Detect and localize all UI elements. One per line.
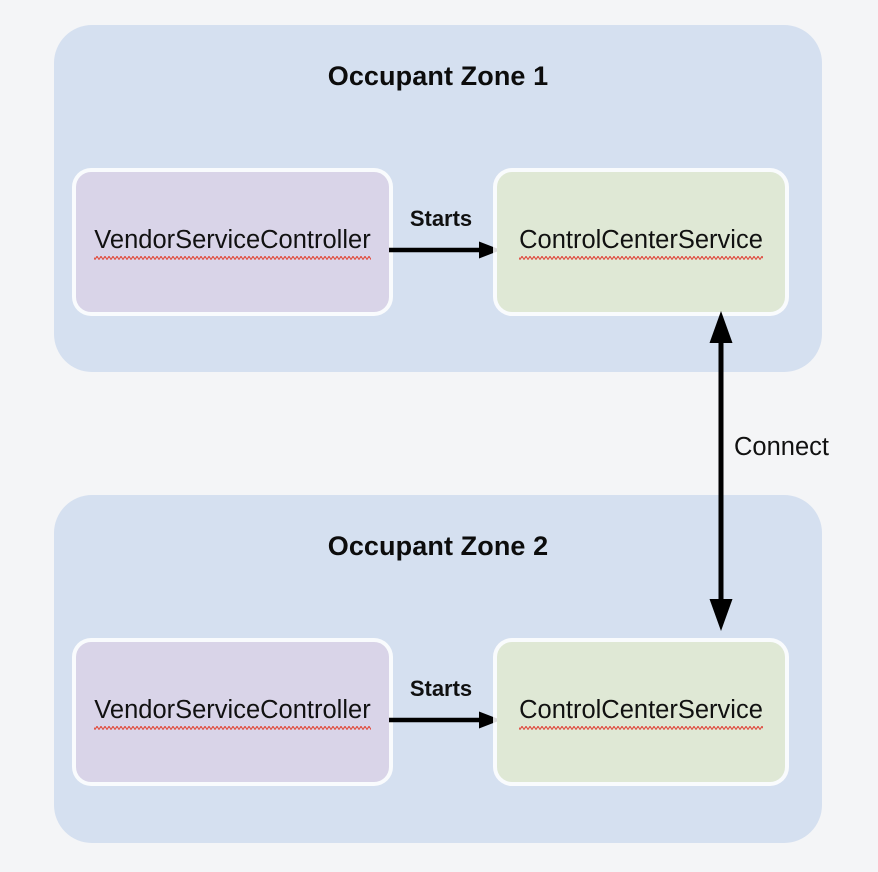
zone-1-starts-edge-label: Starts [409, 206, 473, 231]
zone-1-arrow-right-icon [389, 241, 501, 259]
zone-2-vendor-service-controller-node[interactable]: VendorServiceController [76, 642, 389, 782]
occupant-zone-1-container[interactable]: Occupant Zone 1 VendorServiceController … [54, 25, 822, 372]
double-headed-arrow-icon [709, 311, 733, 631]
zone-1-control-center-service-label: ControlCenterService [519, 226, 763, 260]
zone-2-control-center-service-node[interactable]: ControlCenterService [497, 642, 785, 782]
connect-edge-label: Connect [734, 433, 829, 461]
zone-2-starts-edge: Starts [389, 642, 501, 782]
zone-2-vendor-service-controller-label: VendorServiceController [94, 696, 372, 730]
zone-1-vendor-service-controller-node[interactable]: VendorServiceController [76, 172, 389, 312]
occupant-zone-1-title: Occupant Zone 1 [327, 61, 549, 91]
zone-2-arrow-right-icon [389, 711, 501, 729]
zone-1-starts-edge: Starts [389, 172, 501, 312]
zone-2-starts-edge-label: Starts [409, 676, 473, 701]
zone-2-control-center-service-label: ControlCenterService [519, 696, 763, 730]
zone-1-vendor-service-controller-label: VendorServiceController [94, 226, 372, 260]
occupant-zone-2-title: Occupant Zone 2 [327, 531, 549, 561]
connect-edge: Connect [660, 305, 878, 640]
zone-1-control-center-service-node[interactable]: ControlCenterService [497, 172, 785, 312]
occupant-zone-2-container[interactable]: Occupant Zone 2 VendorServiceController … [54, 495, 822, 843]
